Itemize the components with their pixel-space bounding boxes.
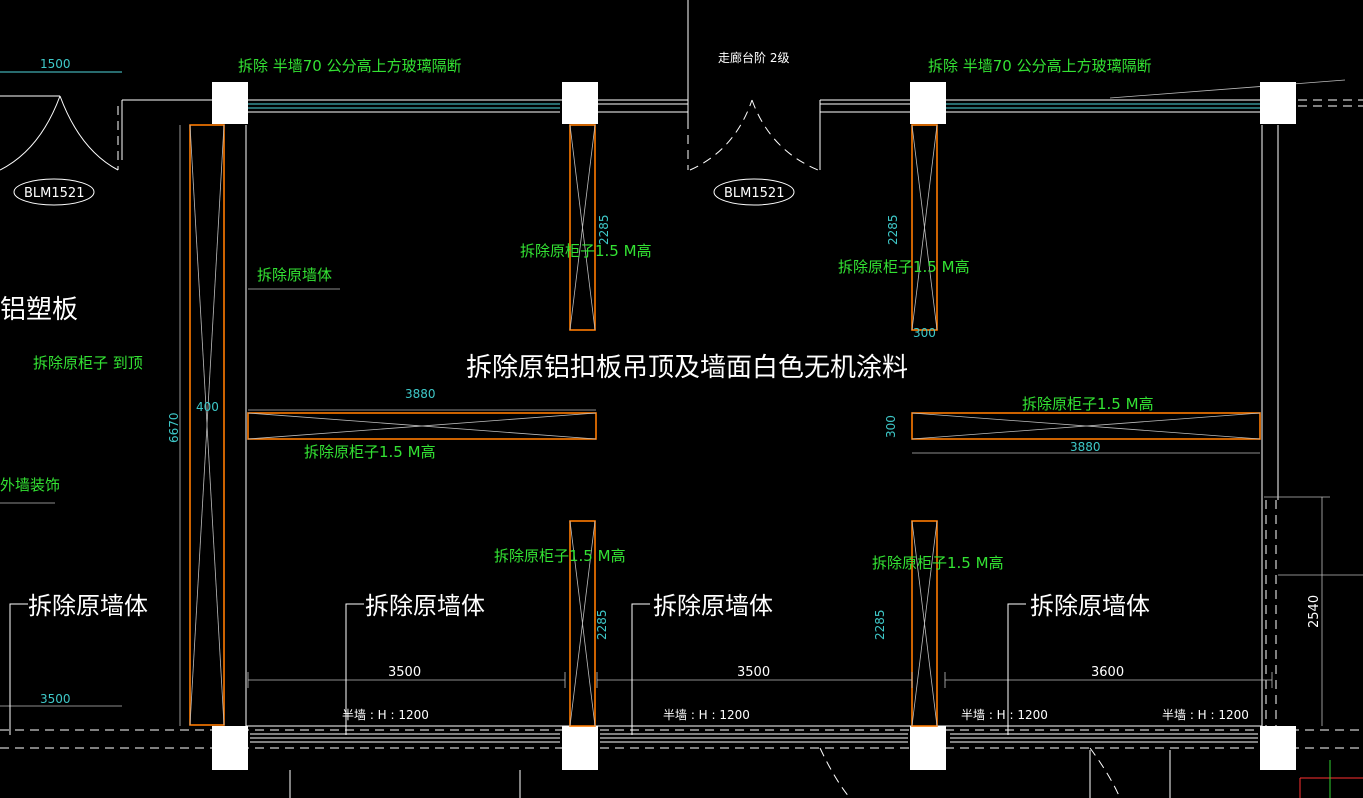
dim-bay-3: 3600 (1091, 665, 1124, 680)
dim-top-left-width: 1500 (40, 57, 71, 71)
label-remove-wall-small: 拆除原墙体 (257, 266, 332, 284)
dim-cabinet-bottom-left-len: 2285 (595, 609, 609, 640)
dim-cabinet-bottom-right-len: 2285 (873, 609, 887, 640)
label-remove-wall-2: 拆除原墙体 (365, 592, 485, 620)
dim-cabinet-depth-right: 300 (884, 415, 898, 438)
dimension-lines (0, 288, 1363, 735)
dim-bay-2: 3500 (737, 665, 770, 680)
cabinets (189, 124, 1261, 727)
label-cabinet-bottom-right: 拆除原柜子1.5 M高 (872, 554, 1004, 572)
label-aluminum-board: 铝塑板 (0, 295, 78, 325)
label-glass-partition-right: 拆除 半墙70 公分高上方玻璃隔断 (928, 57, 1152, 75)
label-corridor-steps: 走廊台阶 2级 (718, 50, 789, 65)
dim-cabinet-top-right-len: 2285 (886, 214, 900, 245)
dim-cabinet-len-left: 3880 (405, 387, 436, 401)
label-half-wall-1: 半墙 : H : 1200 (342, 708, 429, 722)
label-exterior-wall-decoration: 外墙装饰 (0, 476, 60, 494)
label-remove-wall-1: 拆除原墙体 (28, 592, 148, 620)
dim-cabinet-top-left-len: 2285 (597, 214, 611, 245)
label-cabinet-mid-right: 拆除原柜子1.5 M高 (1022, 395, 1154, 413)
structural-columns (212, 82, 1296, 770)
dim-wall-thickness: 400 (196, 400, 219, 414)
label-half-wall-2: 半墙 : H : 1200 (663, 708, 750, 722)
label-glass-partition-left: 拆除 半墙70 公分高上方玻璃隔断 (238, 57, 462, 75)
dim-cabinet-len-right: 3880 (1070, 440, 1101, 454)
label-cabinet-top-left: 拆除原柜子1.5 M高 (520, 242, 652, 260)
dim-bay-1: 3500 (388, 665, 421, 680)
label-remove-wall-4: 拆除原墙体 (1030, 592, 1150, 620)
label-half-wall-3: 半墙 : H : 1200 (961, 708, 1048, 722)
label-cabinet-top-right: 拆除原柜子1.5 M高 (838, 258, 970, 276)
door-center (689, 99, 819, 206)
label-cabinet-bottom-left: 拆除原柜子1.5 M高 (494, 547, 626, 565)
label-cabinet-mid-left: 拆除原柜子1.5 M高 (304, 443, 436, 461)
dim-bottom-left-width: 3500 (40, 692, 71, 706)
label-half-wall-4: 半墙 : H : 1200 (1162, 708, 1249, 722)
label-remove-wall-3: 拆除原墙体 (653, 592, 773, 620)
door-tag-left: BLM1521 (24, 186, 84, 201)
door-left (0, 95, 119, 206)
door-tag-center: BLM1521 (724, 186, 784, 201)
dim-right-side: 2540 (1307, 595, 1322, 628)
label-ceiling-note: 拆除原铝扣板吊顶及墙面白色无机涂料 (466, 353, 908, 383)
label-remove-cabinet-to-top: 拆除原柜子 到顶 (33, 354, 143, 372)
dim-wall-height: 6670 (167, 412, 181, 443)
dim-cabinet-depth-top: 300 (913, 326, 936, 340)
annotations: 拆除 半墙70 公分高上方玻璃隔断 拆除 半墙70 公分高上方玻璃隔断 走廊台阶… (0, 50, 1322, 722)
